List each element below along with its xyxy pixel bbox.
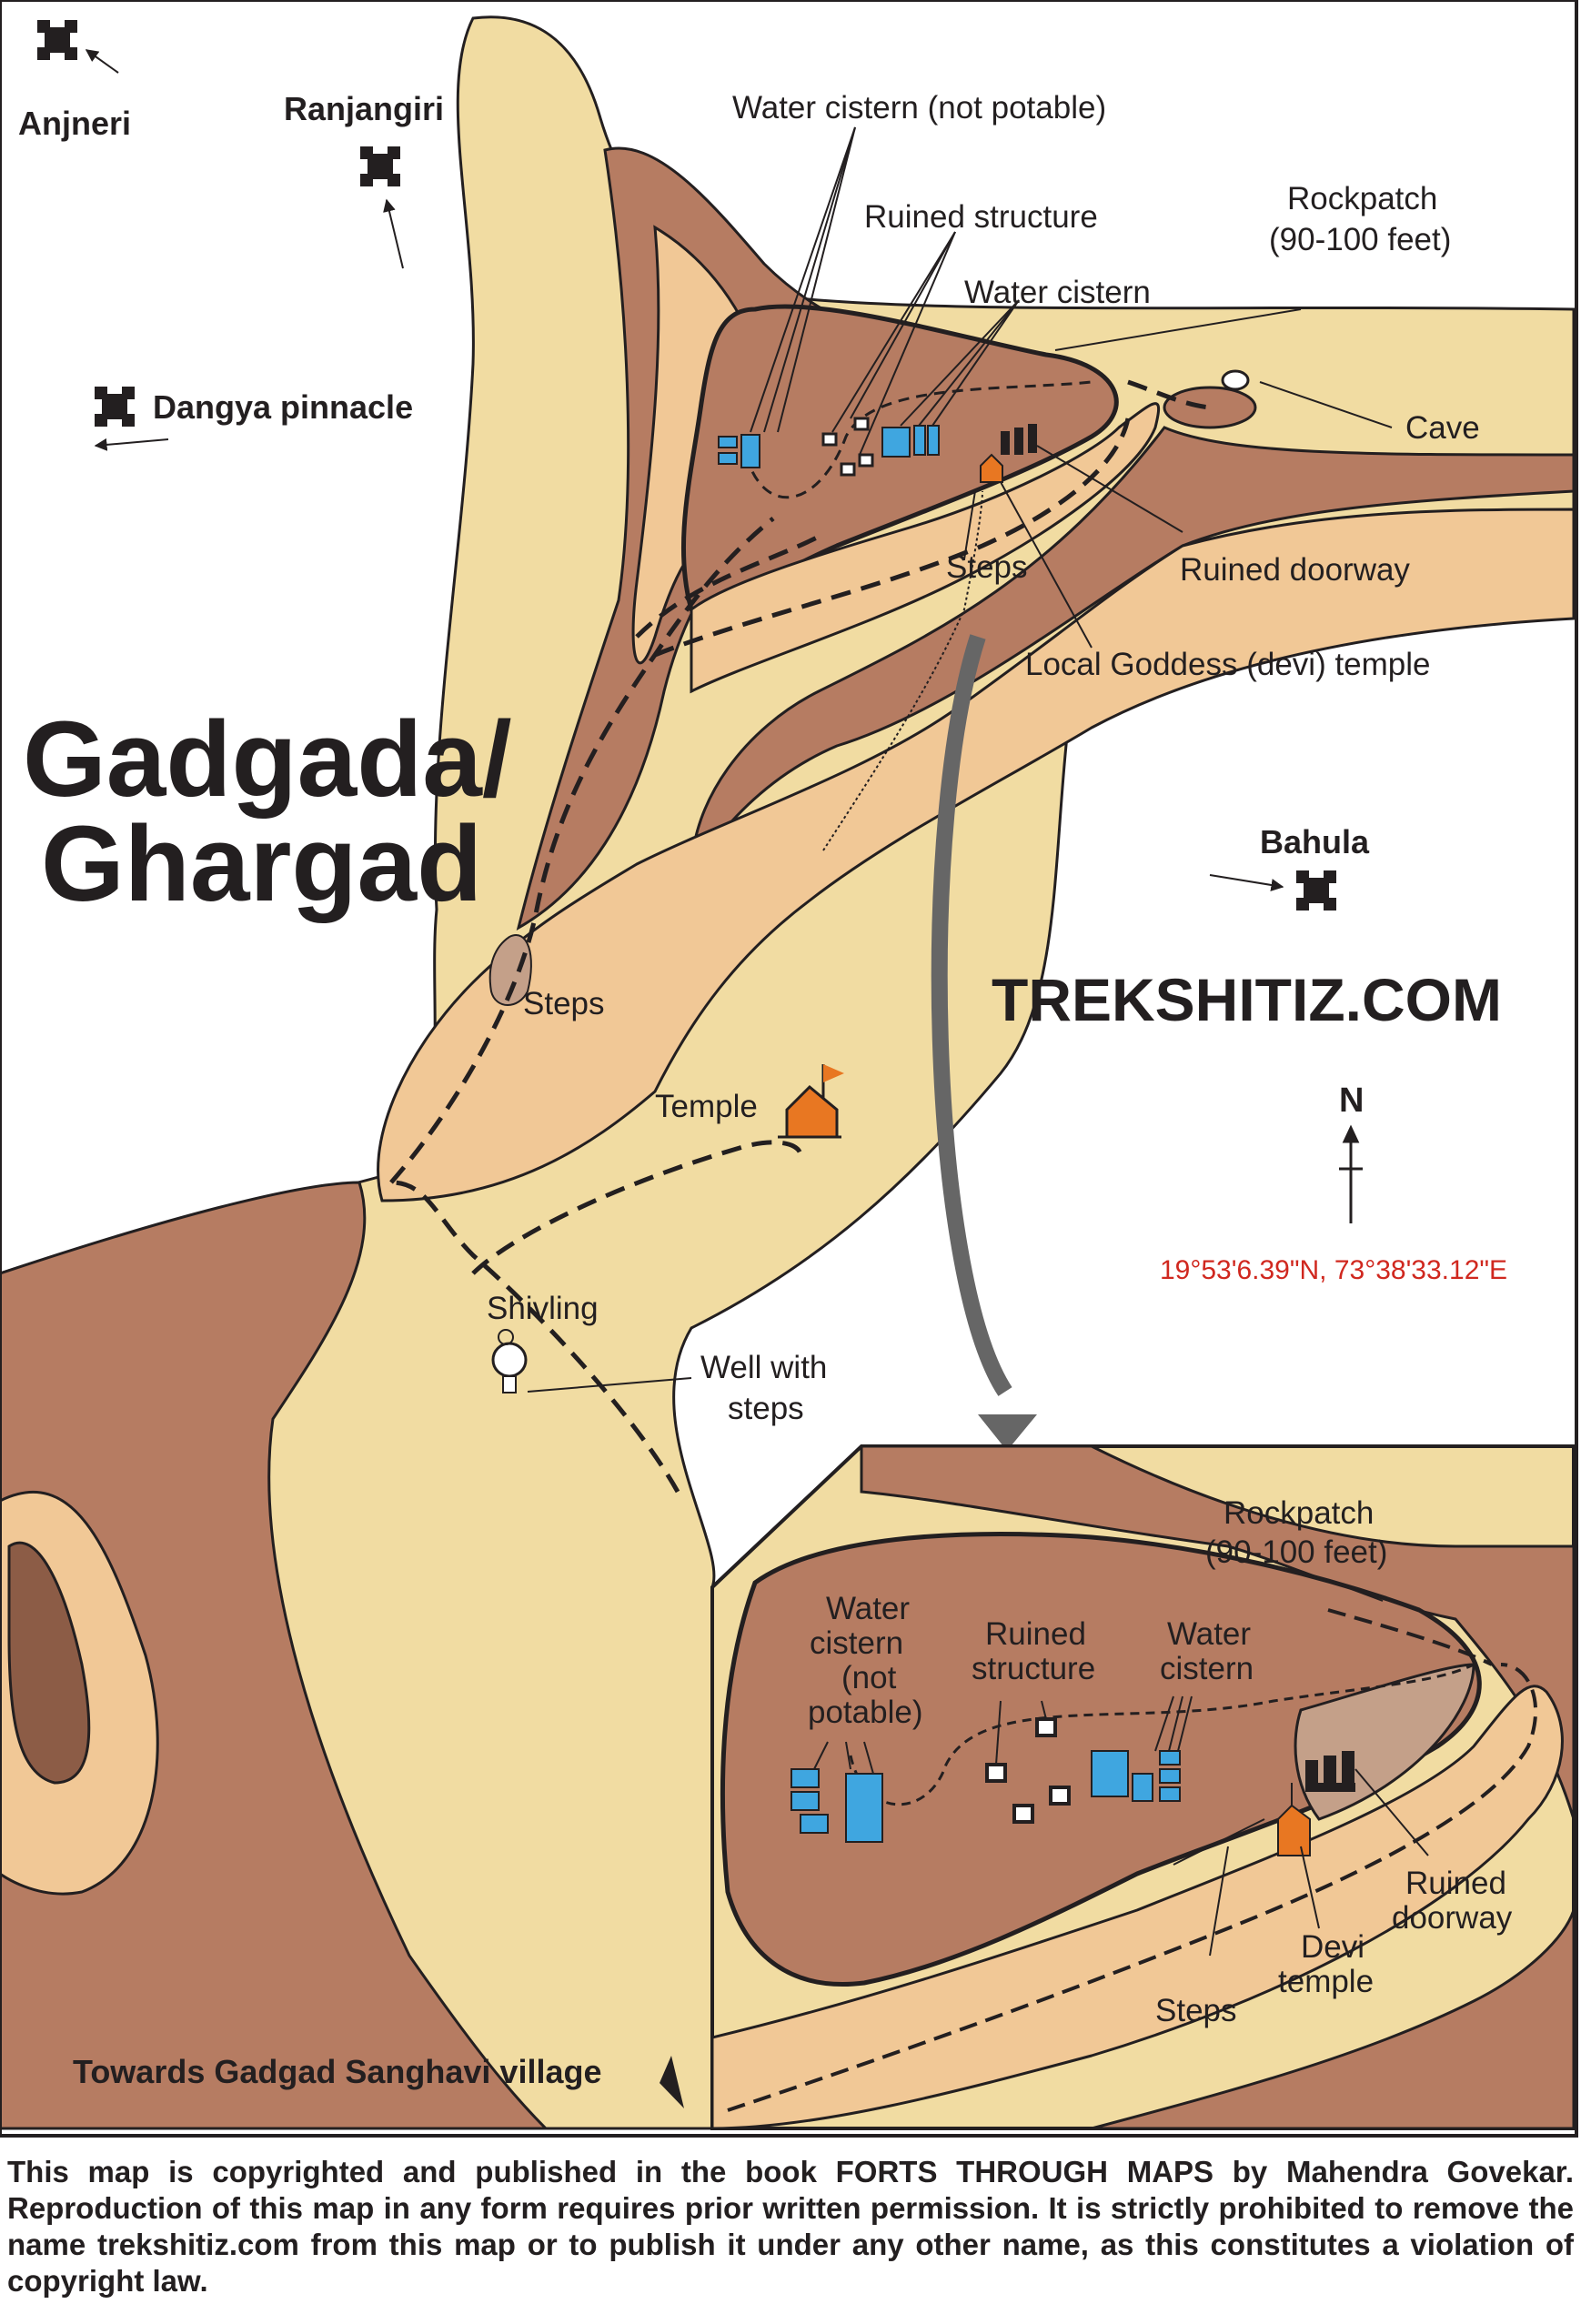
north-label: N <box>1339 1082 1364 1120</box>
cisterns-main <box>718 425 940 468</box>
pointer-lines <box>85 49 1393 1393</box>
inset-label-cistern-np: (not <box>841 1660 897 1695</box>
inset-label-steps: Steps <box>1155 1993 1237 2028</box>
inset-label-ruined-doorway: doorway <box>1392 1900 1513 1936</box>
ruined-structures-main <box>821 417 874 477</box>
label-cave: Cave <box>1405 410 1480 446</box>
label-well-steps: steps <box>728 1391 804 1426</box>
copyright-notice: This map is copyrighted and published in… <box>7 2155 1574 2298</box>
label-rockpatch: Rockpatch <box>1287 181 1437 216</box>
label-ruined-structure: Ruined structure <box>864 199 1098 235</box>
fort-icon <box>360 146 400 186</box>
label-well: Well with <box>700 1350 827 1385</box>
label-water-cistern: Water cistern <box>964 275 1151 310</box>
cliff-patch-left <box>7 1541 91 1785</box>
map-title: Ghargad <box>41 804 482 924</box>
map-frame <box>0 0 1578 2138</box>
label-water-cistern-np: Water cistern (not potable) <box>732 90 1106 126</box>
cave-icon <box>1221 369 1250 391</box>
summit-trail <box>744 380 1093 499</box>
inset-label-ruined-structure: structure <box>972 1651 1095 1686</box>
east-ridge <box>690 426 1576 878</box>
summit-terrace <box>690 402 1161 694</box>
inset-cisterns <box>790 1750 1181 1843</box>
label-local-goddess: Local Goddess (devi) temple <box>1025 647 1431 682</box>
inset-devi-temple <box>1277 1783 1311 1856</box>
rock-steps <box>822 490 983 851</box>
label-temple: Temple <box>655 1089 758 1124</box>
route-end-arrow <box>660 2056 684 2108</box>
inset-label-cistern-np: potable) <box>808 1695 922 1730</box>
east-slope <box>377 508 1576 1202</box>
inset-label-ruined-doorway: Ruined <box>1405 1866 1506 1901</box>
label-shivling: Shivling <box>487 1291 599 1326</box>
fort-icon <box>95 387 135 427</box>
steps-gully <box>488 934 532 1006</box>
inset-map <box>710 1444 1576 2130</box>
inset-doorway <box>1305 1751 1355 1792</box>
summit-plateau <box>680 304 1119 613</box>
inset-label-ruined-structure: Ruined <box>985 1616 1086 1652</box>
shivling-icon <box>498 1329 514 1345</box>
cave-knob <box>1163 386 1257 429</box>
well-icon <box>491 1342 528 1393</box>
inset-pointers <box>813 1586 1429 1957</box>
north-arrow <box>1339 1124 1363 1223</box>
watermark: TREKSHITIZ.COM <box>992 966 1502 1033</box>
inset-label-rockpatch-height: (90-100 feet) <box>1205 1534 1387 1570</box>
fort-label-anjneri: Anjneri <box>18 105 131 142</box>
inset-label-rockpatch: Rockpatch <box>1224 1495 1374 1531</box>
cliff-band-left <box>0 1181 549 2130</box>
inset-label-cistern-np: cistern <box>810 1625 903 1661</box>
fort-icon <box>37 20 77 60</box>
fort-label-ranjangiri: Ranjangiri <box>284 90 444 127</box>
inset-label-water-cistern: Water <box>1167 1616 1251 1652</box>
inset-label-devi-temple: temple <box>1278 1964 1374 1999</box>
inset-label-devi-temple: Devi <box>1301 1929 1364 1965</box>
fort-label-dangya: Dangya pinnacle <box>153 388 413 426</box>
ruined-doorway-main <box>1001 424 1037 455</box>
label-steps-top: Steps <box>946 549 1028 585</box>
zoom-arrow <box>931 634 1037 1451</box>
label-towards-village: Towards Gadgad Sanghavi village <box>73 2053 601 2090</box>
fort-icon <box>1296 870 1336 910</box>
inset-label-water-cistern: cistern <box>1160 1651 1254 1686</box>
fort-label-bahula: Bahula <box>1260 823 1370 860</box>
label-ruined-doorway: Ruined doorway <box>1180 552 1410 588</box>
label-steps-mid: Steps <box>523 986 605 1021</box>
inset-label-cistern-np: Water <box>826 1591 910 1626</box>
label-rockpatch-height: (90-100 feet) <box>1269 222 1451 257</box>
inset-rock-steps <box>1173 1818 1265 1866</box>
temple-icon <box>778 1064 844 1139</box>
devi-temple-main <box>980 453 1003 483</box>
map-title: Gadgada/ <box>23 699 512 820</box>
coordinates: 19°53'6.39"N, 73°38'33.12"E <box>1160 1255 1507 1285</box>
